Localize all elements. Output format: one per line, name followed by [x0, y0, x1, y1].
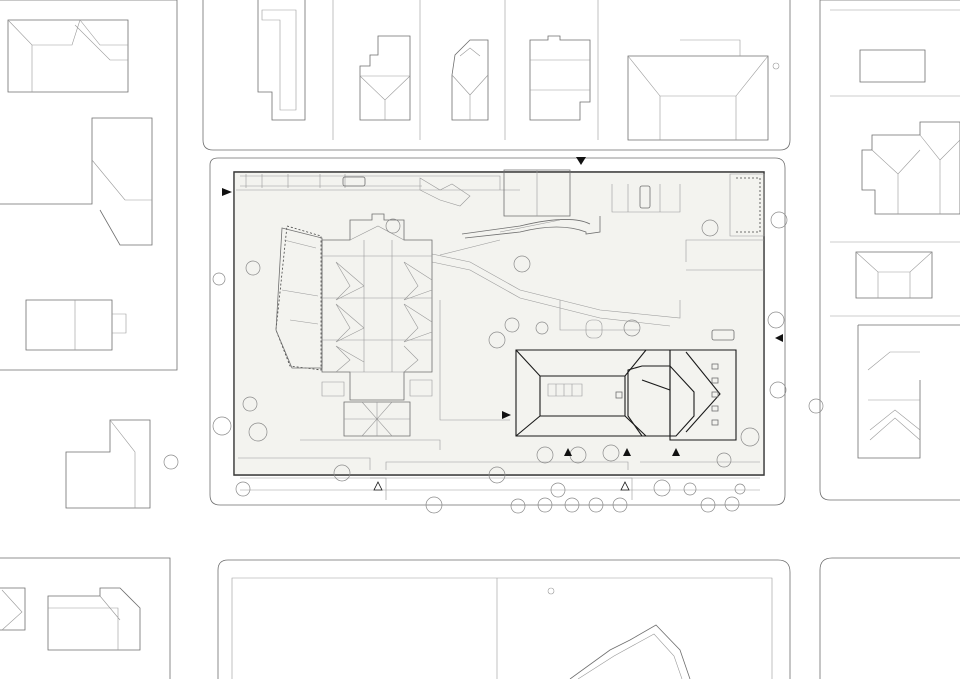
trees: [163, 211, 824, 514]
entrance-arrow-icon: [222, 188, 232, 196]
tree-icon: [734, 483, 746, 495]
entrance-arrow-icon: [502, 411, 511, 419]
top-middle-buildings: [257, 0, 780, 141]
main-block-curb: [209, 157, 786, 506]
top-left-buildings: [0, 19, 153, 651]
skylight: [547, 383, 583, 397]
building: [855, 251, 933, 299]
tree-icon: [623, 319, 641, 337]
tree-icon: [235, 481, 251, 497]
tree-icon: [488, 331, 506, 349]
tree-icon: [550, 482, 566, 498]
tree-icon: [245, 260, 261, 276]
tree-icon: [536, 446, 554, 464]
building: [47, 587, 141, 651]
tree-icon: [385, 218, 401, 234]
car-icon: [711, 329, 735, 341]
tree-icon: [769, 381, 787, 399]
tree-icon: [510, 498, 526, 514]
tree-icon: [588, 497, 604, 513]
building: [7, 19, 129, 93]
tree-icon: [163, 454, 179, 470]
building: [861, 121, 960, 215]
tree-icon: [212, 416, 232, 436]
tree-icon: [612, 497, 628, 513]
small-roof: [419, 177, 471, 207]
building: [257, 0, 306, 121]
tree-icon: [683, 482, 697, 496]
building: [529, 35, 591, 121]
building: [359, 35, 411, 121]
building: [859, 49, 926, 83]
entrance-arrow-icon: [564, 448, 572, 456]
tree-icon: [425, 496, 443, 514]
tree-icon: [333, 464, 351, 482]
tree-icon: [602, 444, 620, 462]
entrance-arrow-icon: [620, 481, 630, 491]
tree-icon: [770, 211, 788, 229]
pavilion: [503, 169, 571, 217]
block-bottom-middle-inner: [231, 577, 773, 679]
right-block-buildings: [830, 9, 960, 459]
site-wall: [233, 171, 765, 476]
building: [627, 55, 769, 141]
bottom-area: [496, 578, 691, 679]
tree-icon: [242, 396, 258, 412]
block-bottom-right: [819, 557, 960, 679]
block-right: [819, 0, 960, 501]
tree-icon: [767, 311, 785, 329]
entrance-arrow-icon: [576, 157, 586, 165]
tree-icon: [513, 255, 531, 273]
tree-icon: [701, 219, 719, 237]
driveway: [464, 216, 601, 239]
entrance-arrow-icon: [373, 481, 383, 491]
tree-icon: [716, 452, 732, 468]
building: [65, 419, 151, 509]
parking-bays: [729, 173, 765, 237]
building: [569, 624, 691, 679]
main-site: [233, 169, 765, 500]
tree-icon: [488, 466, 506, 484]
house-wing: [669, 349, 737, 441]
tree-icon: [808, 398, 824, 414]
car-icon: [342, 176, 366, 187]
block-bottom-left: [0, 557, 171, 679]
church-porch: [343, 401, 411, 437]
tree-icon: [504, 317, 520, 333]
entrance-arrow-icon: [672, 448, 680, 456]
block-top-left: [0, 0, 178, 371]
entrance-arrows: [222, 157, 783, 491]
tree-icon: [740, 427, 760, 447]
building: [0, 117, 153, 246]
tree-icon: [564, 497, 580, 513]
building: [25, 299, 113, 351]
tree-icon: [248, 422, 268, 442]
building: [0, 587, 26, 631]
parking-bays: [611, 184, 681, 213]
tree-icon: [724, 496, 740, 512]
entrance-arrow-icon: [775, 334, 783, 342]
building: [857, 324, 960, 459]
tree-icon: [700, 497, 716, 513]
entrance-arrow-icon: [623, 448, 631, 456]
north-point-icon: [547, 587, 555, 595]
tree-icon: [653, 479, 671, 497]
tree-icon: [535, 321, 549, 335]
car-icon: [639, 185, 651, 209]
building: [451, 39, 489, 121]
tree-icon: [212, 272, 226, 286]
tree-icon: [537, 497, 553, 513]
block-bottom-middle: [217, 559, 791, 679]
tree-icon: [772, 62, 780, 70]
block-top-middle: [202, 0, 791, 151]
